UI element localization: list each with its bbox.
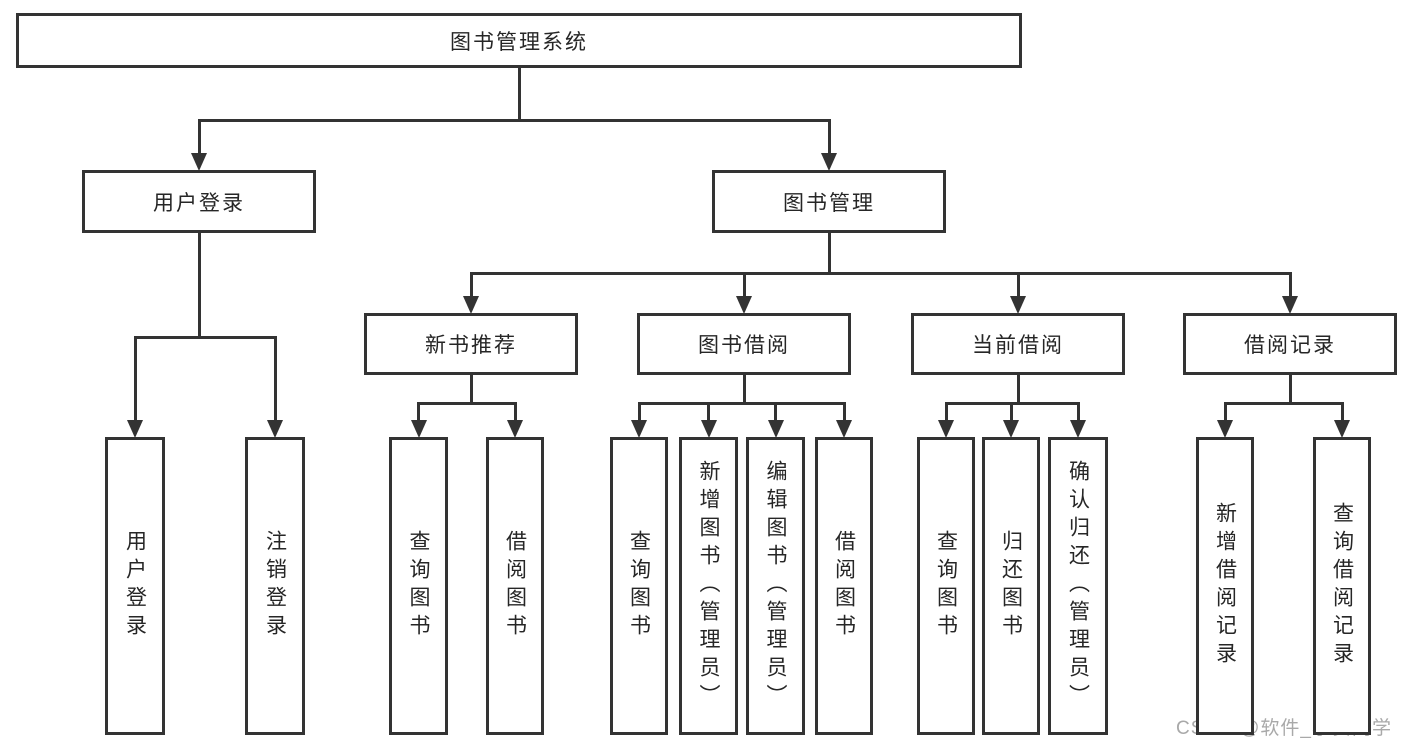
arrowhead-down-icon [191,153,207,171]
connector-vline [707,403,710,420]
node-label: 注销登录 [263,530,287,642]
arrowhead-down-icon [631,420,647,438]
node-rec-query-books: 查询图书 [389,437,448,735]
node-bb-edit-books: 编辑图书（管理员） [746,437,805,735]
arrowhead-down-icon [1070,420,1086,438]
connector-vline [842,403,846,420]
connector-vline [1016,273,1020,296]
arrowhead-down-icon [1217,420,1233,438]
node-label: 编辑图书（管理员） [764,460,787,712]
connector-vline [417,403,420,420]
connector-vline [774,403,777,420]
arrowhead-down-icon [821,153,837,171]
node-cb-query-books: 查询图书 [917,437,975,735]
arrowhead-down-icon [938,420,954,438]
connector-vline [1288,375,1292,403]
arrowhead-down-icon [507,420,523,438]
node-logout: 注销登录 [245,437,305,735]
arrowhead-down-icon [1003,420,1019,438]
node-root: 图书管理系统 [16,13,1022,68]
node-label: 新增图书（管理员） [697,460,720,712]
node-label: 归还图书 [999,530,1023,642]
connector-vline [469,273,473,296]
node-label: 查询图书 [407,530,430,642]
connector-vline [827,120,831,153]
node-borrow-records: 借阅记录 [1183,313,1397,375]
node-label: 图书管理 [783,191,875,215]
connector-vline [517,68,521,120]
connector-vline [742,375,746,403]
node-label: 借阅图书 [503,530,527,642]
arrowhead-down-icon [127,420,143,438]
node-label: 新书推荐 [425,334,517,357]
node-cb-return-books: 归还图书 [982,437,1040,735]
connector-vline [513,403,517,420]
arrowhead-down-icon [1282,296,1298,314]
node-label: 查询借阅记录 [1330,502,1354,670]
arrowhead-down-icon [836,420,852,438]
connector-hline [197,118,831,122]
node-label: 借阅记录 [1244,334,1336,357]
connector-vline [197,120,201,153]
connector-hline [469,271,1292,275]
arrowhead-down-icon [736,296,752,314]
node-label: 借阅图书 [832,530,856,642]
node-book-borrow: 图书借阅 [637,313,851,375]
connector-vline [1223,403,1227,420]
connector-hline [1223,401,1344,405]
arrowhead-down-icon [700,420,717,438]
connector-hline [637,401,846,405]
arrowhead-down-icon [267,420,283,438]
connector-hline [133,335,277,339]
connector-vline [637,403,641,420]
node-current-borrow: 当前借阅 [911,313,1125,375]
node-user-login-group: 用户登录 [82,170,316,233]
connector-vline [133,337,137,420]
node-label: 确认归还（管理员） [1066,460,1090,712]
node-bb-add-books: 新增图书（管理员） [679,437,738,735]
connector-vline [742,273,746,296]
arrowhead-down-icon [463,296,479,314]
node-new-book-rec: 新书推荐 [364,313,578,375]
node-login: 用户登录 [105,437,165,735]
node-label: 图书借阅 [698,334,790,357]
connector-vline [944,403,948,420]
node-label: 用户登录 [123,530,147,642]
arrowhead-down-icon [1010,296,1026,314]
connector-vline [1016,375,1020,403]
arrowhead-down-icon [410,420,427,438]
connector-vline [1340,403,1344,420]
arrowhead-down-icon [767,420,784,438]
node-label: 新增借阅记录 [1213,502,1237,670]
connector-vline [1076,403,1080,420]
node-br-query-record: 查询借阅记录 [1313,437,1371,735]
node-bb-query-books: 查询图书 [610,437,668,735]
node-book-mgmt-group: 图书管理 [712,170,946,233]
connector-vline [197,233,201,337]
node-rec-borrow-books: 借阅图书 [486,437,544,735]
connector-vline [827,233,831,273]
node-label: 当前借阅 [972,334,1064,357]
node-br-add-record: 新增借阅记录 [1196,437,1254,735]
node-label: 用户登录 [153,191,245,215]
connector-vline [469,375,473,403]
connector-vline [273,337,277,420]
arrowhead-down-icon [1334,420,1350,438]
connector-vline [1288,273,1292,296]
node-cb-confirm-return: 确认归还（管理员） [1048,437,1108,735]
connector-hline [417,401,517,405]
node-label: 图书管理系统 [450,30,588,54]
node-bb-borrow-books: 借阅图书 [815,437,873,735]
connector-vline [1009,403,1013,420]
node-label: 查询图书 [934,530,958,642]
node-label: 查询图书 [627,530,651,642]
